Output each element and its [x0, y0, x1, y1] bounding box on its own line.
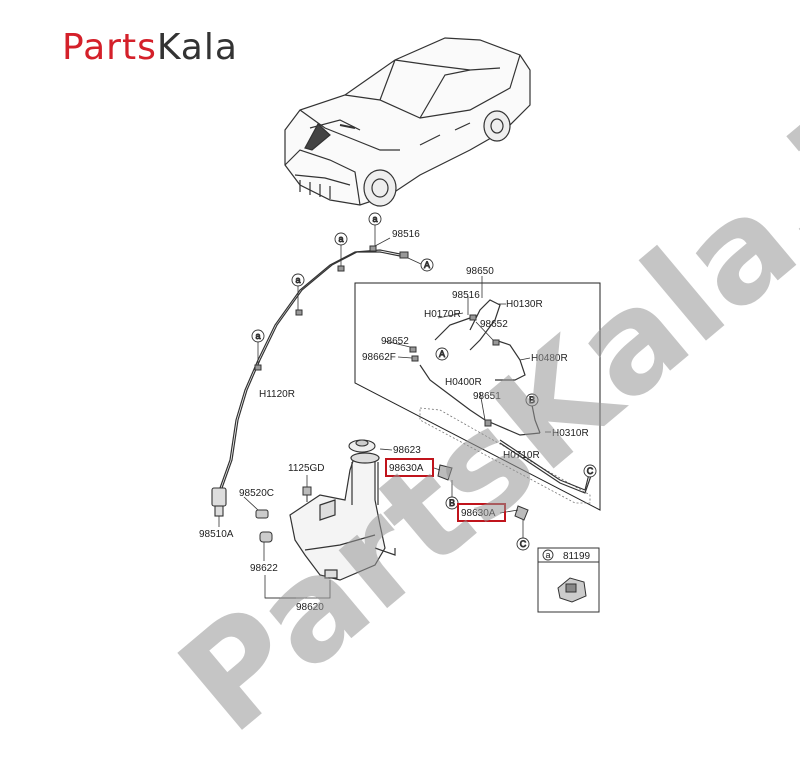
label-98651: 98651 [473, 391, 501, 402]
hose-H1120R [219, 249, 406, 489]
hose-H0170R [434, 317, 471, 341]
filler-cap [348, 439, 376, 453]
label-98622: 98622 [250, 563, 278, 574]
callout-text: a [338, 234, 343, 244]
callout-a-4: a [251, 329, 265, 343]
label-98662F: 98662F [362, 352, 396, 363]
label-98516-top: 98516 [392, 229, 420, 240]
washer-pump [211, 487, 227, 517]
nozzles [437, 464, 529, 521]
label-98650: 98650 [466, 266, 494, 277]
washer-reservoir [289, 452, 396, 581]
callout-C-2: C [516, 537, 530, 551]
label-H0310R: H0310R [552, 428, 589, 439]
hose-H0480R [494, 339, 526, 381]
hose-H0400R [419, 364, 541, 436]
callout-A-1: A [420, 258, 434, 272]
callout-text: a [295, 275, 300, 285]
highlighted-part-98630A-2: 98630A [457, 503, 506, 522]
label-98516-box: 98516 [452, 290, 480, 301]
callout-circles: a a a a A A B B C C [251, 212, 597, 551]
clip-81199-drawing [557, 577, 587, 603]
grommet-98520C [255, 509, 269, 519]
label-98652-left: 98652 [381, 336, 409, 347]
hoses [219, 249, 594, 494]
leader-lines [218, 225, 551, 599]
label-98510A: 98510A [199, 529, 234, 540]
label-H0710R: H0710R [503, 450, 540, 461]
washer-system-diagram: a a a a A A B B C C 98516 98650 98516 H0… [199, 37, 601, 613]
label-98623: 98623 [393, 445, 421, 456]
part-98622 [259, 531, 273, 543]
callout-text: C [587, 466, 594, 476]
callout-text: A [439, 349, 445, 359]
callout-B-1: B [525, 393, 539, 407]
detail-box-outline [354, 282, 601, 511]
hood-panel [419, 407, 591, 504]
callout-a-2: a [334, 232, 348, 246]
callout-text: a [545, 550, 550, 560]
highlighted-part-98630A-1: 98630A [385, 458, 434, 477]
callout-text: C [520, 539, 527, 549]
label-H0130R: H0130R [506, 299, 543, 310]
callout-text: A [424, 260, 430, 270]
label-H1120R: H1120R [259, 389, 295, 400]
logo-kala: Kala [156, 27, 238, 68]
callout-a-inset: a [542, 549, 554, 561]
inset-box-81199: a 81199 [537, 547, 600, 613]
callout-text: B [529, 395, 535, 405]
label-81199: 81199 [563, 551, 591, 562]
label-98520C: 98520C [239, 488, 274, 499]
label-98620: 98620 [296, 602, 324, 613]
label-H0170R: H0170R [424, 309, 461, 320]
bolt-1125GD [302, 486, 312, 502]
callout-text: a [255, 331, 260, 341]
callout-C-1: C [583, 464, 597, 478]
callout-a-1: a [368, 212, 382, 226]
label-98630A-1: 98630A [389, 463, 424, 474]
part-labels: 98516 98650 98516 H0130R H0170R 98652 98… [199, 229, 589, 613]
label-H0480R: H0480R [531, 353, 568, 364]
car-illustration [284, 37, 531, 207]
label-1125GD: 1125GD [288, 463, 325, 474]
callout-A-2: A [435, 347, 449, 361]
label-98652-right: 98652 [480, 319, 508, 330]
label-98630A-2: 98630A [461, 508, 496, 519]
partskala-logo: PartsKala [62, 30, 238, 66]
callout-B-2: B [445, 496, 459, 510]
callout-text: a [372, 214, 377, 224]
logo-parts: Parts [62, 27, 157, 68]
hose-H0130R [469, 299, 501, 351]
label-H0400R: H0400R [445, 377, 482, 388]
diagram-stage: PartsKala [62, 30, 800, 763]
callout-text: B [449, 498, 455, 508]
hose-H0310R [531, 404, 541, 434]
hose-H0710R [499, 439, 591, 491]
callout-a-3: a [291, 273, 305, 287]
